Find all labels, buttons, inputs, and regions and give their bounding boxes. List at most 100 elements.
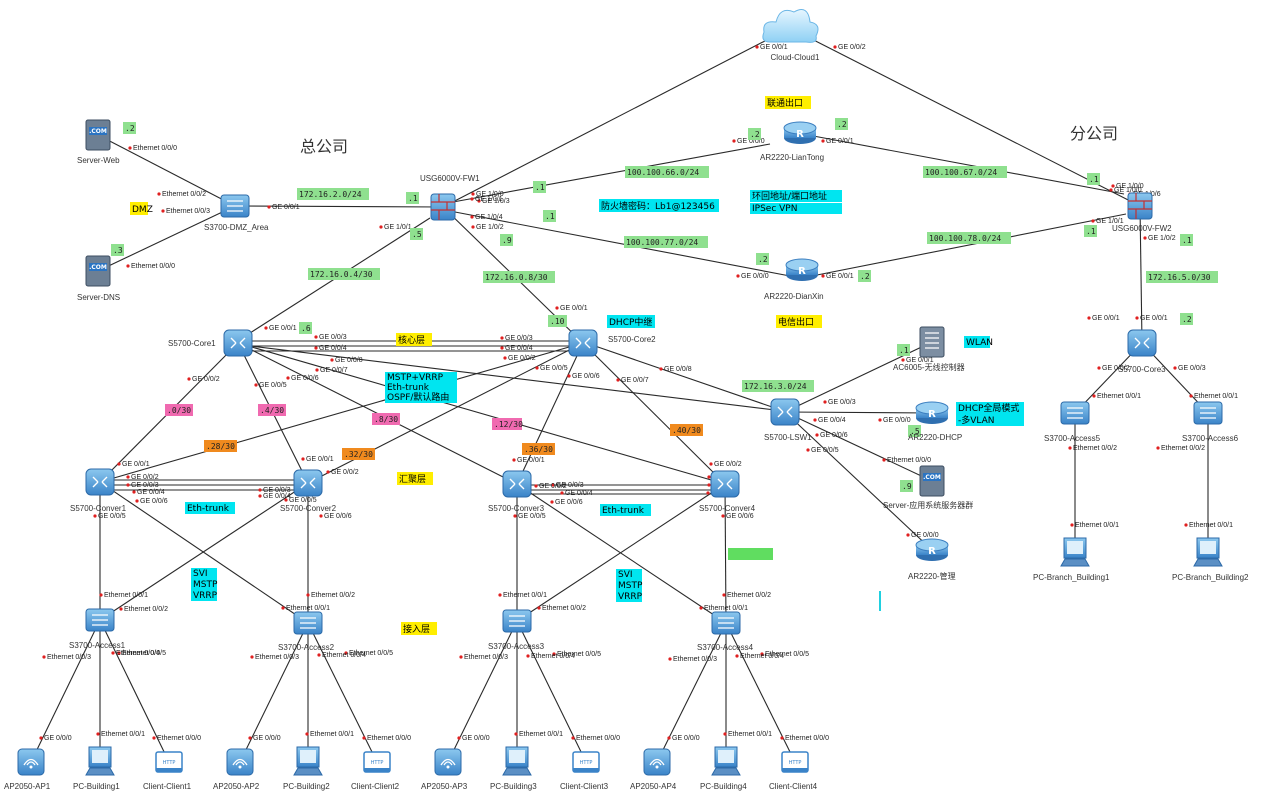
device-ap3[interactable]: AP2050-AP3 bbox=[421, 748, 468, 791]
note: 联通出口 bbox=[765, 96, 811, 109]
port-label: Ethernet 0/0/2 bbox=[1073, 445, 1117, 452]
port-dot bbox=[301, 457, 305, 461]
port-label: GE 1/0/0 bbox=[476, 191, 504, 198]
port-label: Ethernet 0/0/1 bbox=[104, 592, 148, 599]
port-dot bbox=[457, 736, 461, 740]
link-a2-cl2 bbox=[307, 622, 378, 763]
port-label: Ethernet 0/0/3 bbox=[673, 656, 717, 663]
address-tag-bg bbox=[533, 181, 546, 193]
port-dot bbox=[470, 197, 474, 201]
device-a2[interactable]: S3700-Access2 bbox=[278, 611, 335, 652]
link-lsw1-appsrv bbox=[784, 411, 933, 482]
device-c1[interactable]: S5700-Conver1 bbox=[70, 468, 127, 513]
device-cloud[interactable]: Cloud-Cloud1 bbox=[762, 9, 820, 62]
device-label: PC-Branch_Building1 bbox=[1033, 573, 1110, 582]
link-core1-c4 bbox=[237, 342, 726, 485]
device-a3[interactable]: S3700-Access3 bbox=[488, 609, 545, 651]
device-fw2[interactable]: USG6000V-FW2 bbox=[1112, 192, 1172, 233]
device-core1[interactable]: S5700-Core1 bbox=[168, 329, 253, 357]
address-tag-bg bbox=[1146, 271, 1218, 283]
port-dot bbox=[326, 470, 330, 474]
device-c4[interactable]: S5700-Conver4 bbox=[699, 470, 756, 513]
ap-icon bbox=[434, 748, 462, 776]
link-c4-a3 bbox=[516, 483, 726, 622]
port-dot bbox=[250, 655, 254, 659]
device-pcb1[interactable]: PC-Branch_Building1 bbox=[1033, 537, 1110, 582]
device-a6[interactable]: S3700-Access6 bbox=[1182, 401, 1239, 443]
svg-text:R: R bbox=[796, 129, 804, 140]
port-dot bbox=[258, 494, 262, 498]
port-label: Ethernet 0/0/0 bbox=[131, 263, 175, 270]
port-dot bbox=[314, 335, 318, 339]
device-pc2[interactable]: PC-Building2 bbox=[283, 746, 330, 791]
port-label: GE 0/0/3 bbox=[131, 482, 159, 489]
note: 接入层 bbox=[401, 622, 437, 635]
link-core2-c3 bbox=[516, 342, 584, 485]
device-a1[interactable]: S3700-Access1 bbox=[69, 608, 126, 650]
ap-icon bbox=[226, 748, 254, 776]
device-ac[interactable]: AC6005-无线控制器 bbox=[893, 326, 965, 372]
link-core2-c1 bbox=[99, 342, 584, 483]
device-pc1[interactable]: PC-Building1 bbox=[73, 746, 120, 791]
port-dot bbox=[284, 498, 288, 502]
port-dot bbox=[821, 274, 825, 278]
address-tag: .8/30 bbox=[372, 413, 400, 425]
device-lsw1[interactable]: S5700-LSW1 bbox=[764, 398, 812, 442]
device-core3[interactable]: S5700-Core3 bbox=[1118, 329, 1166, 374]
address-tag: .5 bbox=[908, 425, 921, 437]
device-label: PC-Branch_Building2 bbox=[1172, 573, 1249, 582]
port-dot bbox=[1184, 523, 1188, 527]
device-pc3[interactable]: PC-Building3 bbox=[490, 746, 537, 791]
note-text: VRRP bbox=[618, 592, 643, 602]
port-dot bbox=[471, 192, 475, 196]
port-label: GE 0/0/4 bbox=[137, 489, 165, 496]
device-c3[interactable]: S5700-Conver3 bbox=[488, 470, 545, 513]
device-c2[interactable]: S5700-Conver2 bbox=[280, 469, 337, 513]
port-dots-layer bbox=[39, 45, 1193, 740]
l2switch-icon bbox=[85, 608, 115, 632]
device-pc4[interactable]: PC-Building4 bbox=[700, 746, 747, 791]
port-dot bbox=[119, 607, 123, 611]
address-tag-bg bbox=[548, 315, 567, 327]
device-pcb2[interactable]: PC-Branch_Building2 bbox=[1172, 537, 1249, 582]
port-label: Ethernet 0/0/1 bbox=[704, 605, 748, 612]
port-dot bbox=[187, 377, 191, 381]
device-core2[interactable]: S5700-Core2 bbox=[568, 329, 656, 357]
device-fw1[interactable]: USG6000V-FW1 bbox=[420, 174, 480, 221]
port-label: GE 0/0/0 bbox=[253, 735, 281, 742]
note: 环回地址/端口地址 bbox=[750, 190, 842, 202]
server-icon: .COM bbox=[85, 255, 111, 287]
port-dot bbox=[723, 732, 727, 736]
port-label: GE 0/0/1 bbox=[122, 461, 150, 468]
device-a4[interactable]: S3700-Access4 bbox=[697, 611, 754, 652]
port-label: GE 1/0/4 bbox=[475, 214, 503, 221]
device-ap2[interactable]: AP2050-AP2 bbox=[213, 748, 260, 791]
svg-text:HTTP: HTTP bbox=[789, 760, 802, 766]
device-a5[interactable]: S3700-Access5 bbox=[1044, 401, 1101, 443]
address-tag-text: .1 bbox=[535, 183, 545, 192]
note-bg bbox=[191, 590, 217, 601]
device-ap4[interactable]: AP2050-AP4 bbox=[630, 748, 677, 791]
address-tag-text: .3 bbox=[113, 246, 123, 255]
note: DHCP全局模式 bbox=[956, 402, 1024, 414]
device-ap1[interactable]: AP2050-AP1 bbox=[4, 748, 51, 791]
device-dmz[interactable]: S3700-DMZ_Area bbox=[204, 194, 269, 232]
address-tag: .2 bbox=[748, 128, 761, 140]
device-label: AP2050-AP4 bbox=[630, 782, 677, 791]
l3switch-icon bbox=[85, 468, 115, 496]
device-label: S5700-Conver4 bbox=[699, 504, 756, 513]
client-icon: HTTP bbox=[155, 751, 183, 773]
notes-layer: DMZ联通出口电信出口核心层汇聚层接入层防火墙密码：Lb1@123456环回地址… bbox=[130, 96, 1024, 635]
